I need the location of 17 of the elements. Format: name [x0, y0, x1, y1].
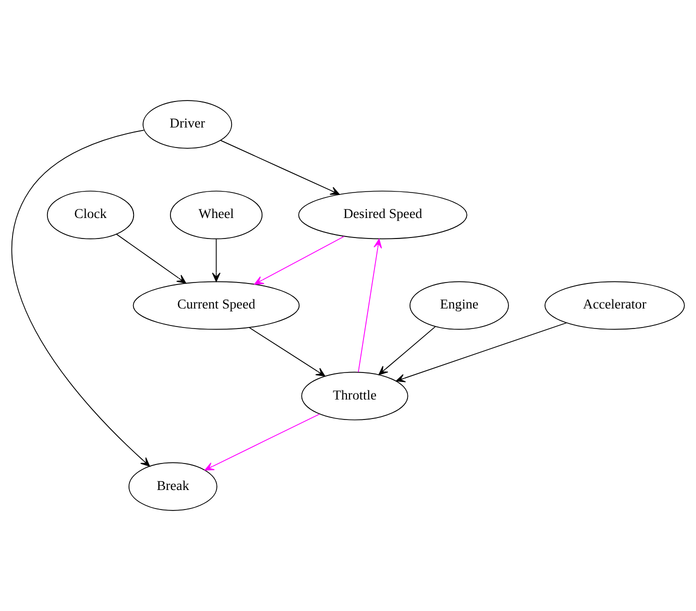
- arrow: [220, 140, 340, 195]
- node-ellipse: Clock: [46, 190, 134, 240]
- node-ellipse: Wheel: [170, 190, 263, 240]
- node-ellipse: Desired Speed: [298, 190, 468, 240]
- node-ellipse: Accelerator: [544, 281, 685, 330]
- arrow: [396, 322, 567, 382]
- arrow: [204, 414, 320, 470]
- arrow: [358, 238, 382, 372]
- node-ellipse: Engine: [410, 281, 509, 330]
- arrow: [378, 326, 436, 376]
- arrow: [212, 238, 220, 282]
- node-ellipse: Driver: [142, 100, 232, 149]
- node-ellipse: Current Speed: [132, 281, 300, 330]
- arrow: [254, 236, 345, 285]
- arrow: [116, 234, 186, 284]
- arrow: [12, 130, 150, 467]
- arrow: [248, 327, 326, 376]
